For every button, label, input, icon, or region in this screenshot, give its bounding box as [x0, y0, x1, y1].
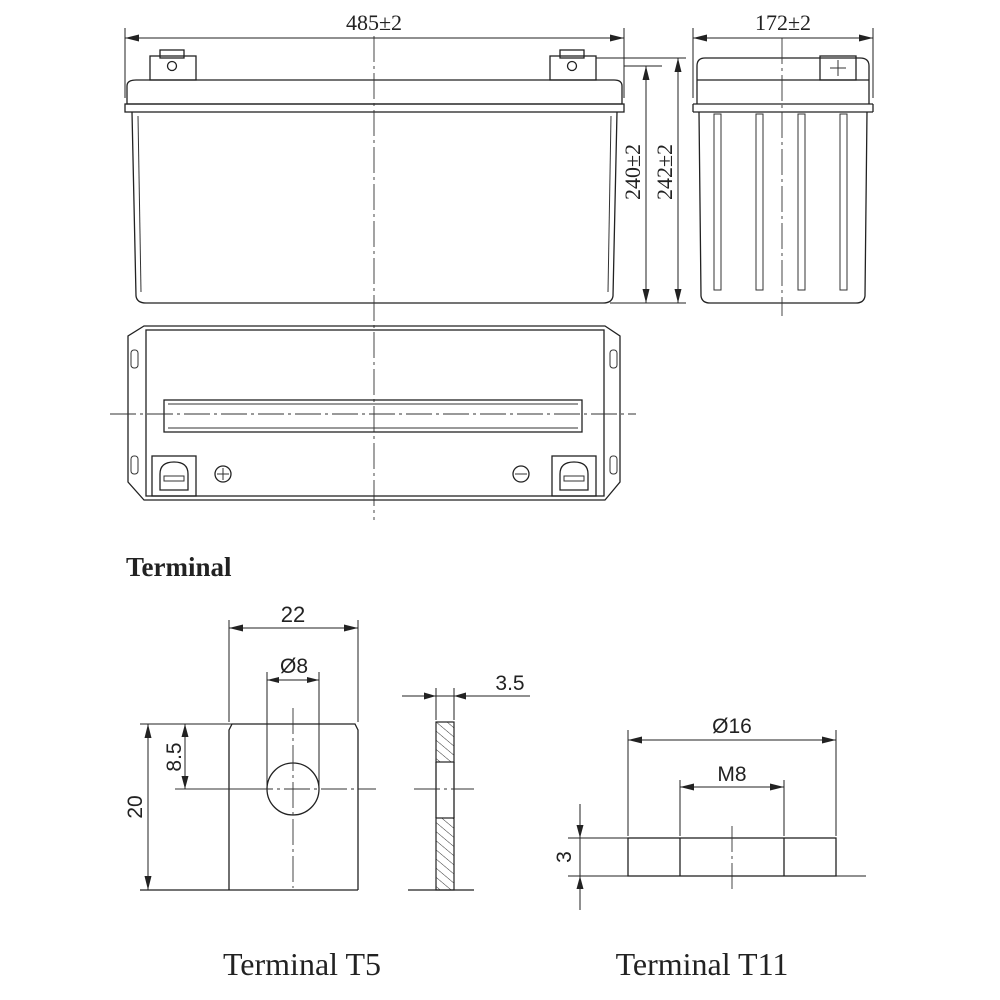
width-dimension: 172±2: [692, 10, 874, 98]
terminal-t5-drawing: 22 Ø8 8.5 20: [124, 602, 376, 891]
width-dimension-label: 172±2: [755, 10, 811, 35]
top-view-lid: [145, 329, 605, 497]
top-left-terminal: [151, 455, 197, 497]
side-view-lid: [696, 57, 870, 104]
top-view: [110, 325, 636, 501]
terminal-t5-height-label: 20: [124, 795, 147, 818]
length-dimension-label: 485±2: [346, 10, 402, 35]
front-view: [124, 36, 625, 520]
front-view-lid: [126, 79, 623, 105]
terminal-t5-caption: Terminal T5: [223, 946, 381, 982]
front-view-case: [131, 111, 618, 304]
positive-polarity-icon: [214, 465, 232, 483]
height-dimension-label: 240±2: [620, 144, 645, 200]
terminal-t5-thickness-label: 3.5: [495, 672, 524, 695]
terminal-t11-diameter-label: Ø16: [712, 715, 752, 738]
terminal-t5-offset-label: 8.5: [163, 742, 186, 771]
terminal-t11-height-label: 3: [553, 851, 576, 863]
terminal-t11-thread-label: M8: [717, 763, 746, 786]
total-height-dimension-label: 242±2: [652, 144, 677, 200]
side-view-case: [698, 111, 868, 304]
top-right-terminal: [551, 455, 597, 497]
terminal-t5-plate: [228, 723, 359, 890]
terminal-t11-caption: Terminal T11: [616, 946, 789, 982]
front-right-terminal: [549, 49, 597, 81]
terminal-t5-width-label: 22: [281, 602, 305, 627]
top-view-vent-strip: [163, 399, 583, 433]
terminal-section-heading: Terminal: [126, 552, 232, 582]
terminal-t5-side-profile: 3.5: [402, 672, 530, 891]
top-view-outline: [127, 325, 621, 501]
height-dimensions: 240±2 242±2: [596, 57, 686, 304]
terminal-t11-drawing: Ø16 M8 3: [553, 715, 866, 910]
side-view: [692, 38, 874, 316]
side-view-terminal: [819, 55, 857, 81]
length-dimension: 485±2: [124, 10, 625, 98]
terminal-t5-hole-label: Ø8: [280, 655, 308, 678]
front-left-terminal: [149, 49, 197, 81]
front-view-lid-ledge: [124, 103, 625, 113]
negative-polarity-icon: [512, 465, 530, 483]
